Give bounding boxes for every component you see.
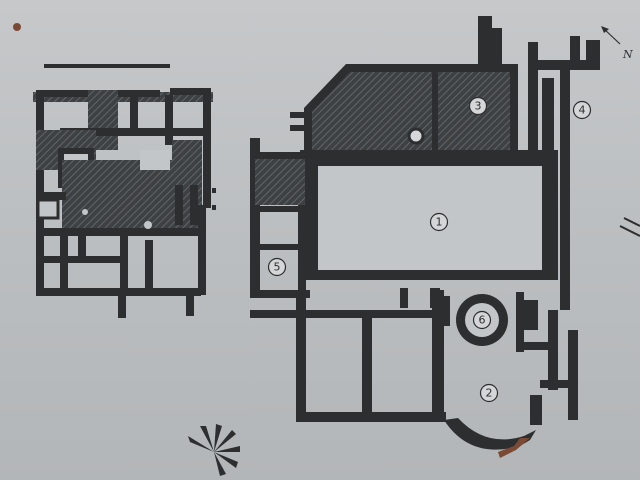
svg-text:2: 2 xyxy=(486,387,493,400)
svg-text:3: 3 xyxy=(475,100,482,113)
svg-text:6: 6 xyxy=(479,314,486,327)
room-label-5: 5 xyxy=(267,257,287,277)
north-label: N xyxy=(622,48,633,61)
rosette-icon xyxy=(188,424,240,476)
room-label-3: 3 xyxy=(468,96,488,116)
room-label-2: 2 xyxy=(479,383,499,403)
svg-text:5: 5 xyxy=(274,261,281,274)
scale-bar-icon xyxy=(44,64,170,68)
svg-text:1: 1 xyxy=(436,216,443,229)
edge-marks xyxy=(619,217,640,237)
room-label-1: 1 xyxy=(429,212,449,232)
svg-text:4: 4 xyxy=(579,104,586,117)
room-label-4: 4 xyxy=(572,100,592,120)
room-label-6: 6 xyxy=(472,310,492,330)
north-arrow-icon: N xyxy=(601,26,633,61)
screw-hole-icon xyxy=(13,23,21,31)
left-building-plan xyxy=(33,88,216,318)
main-building-plan xyxy=(250,16,600,458)
